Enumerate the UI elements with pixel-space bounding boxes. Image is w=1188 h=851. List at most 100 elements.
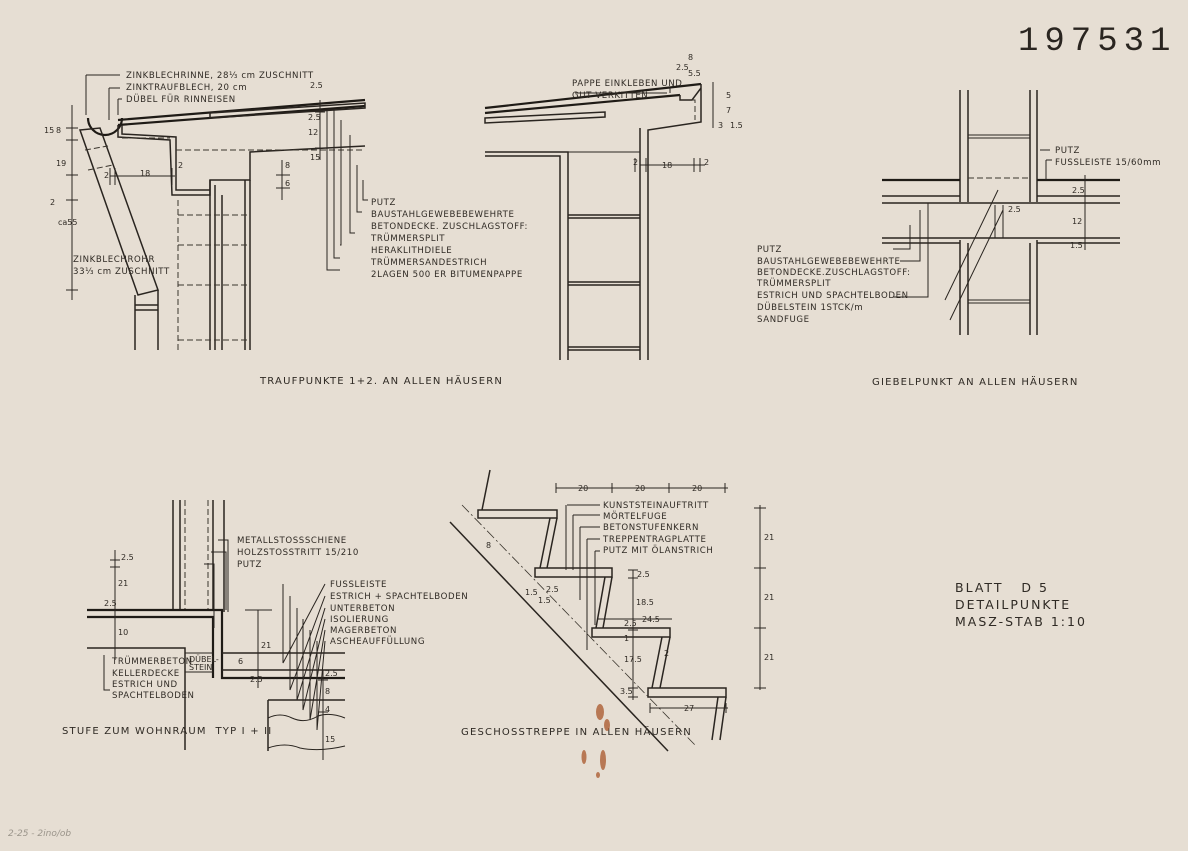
sheet-scale: MASZ-STAB 1:10 — [955, 614, 1087, 629]
label-layer: DÜBELSTEIN 1STCK/m — [757, 302, 863, 313]
svg-text:18: 18 — [140, 169, 150, 178]
svg-text:2.5: 2.5 — [121, 553, 134, 562]
svg-text:12: 12 — [308, 128, 318, 137]
label-layer: 2LAGEN 500 ER BITUMENPAPPE — [371, 270, 523, 280]
label-layer: TRÜMMERSPLIT — [370, 233, 445, 244]
svg-text:8: 8 — [486, 541, 491, 550]
label-dowel-stone: DÜBEL- — [189, 654, 219, 664]
svg-text:2: 2 — [104, 171, 109, 180]
label-concrete-step-core: BETONSTUFENKERN — [603, 523, 699, 533]
label-plaster: PUTZ — [237, 560, 262, 570]
svg-text:1.5: 1.5 — [538, 596, 551, 605]
svg-text:24.5: 24.5 — [642, 615, 660, 624]
svg-text:7: 7 — [726, 106, 731, 115]
label-layer: ISOLIERUNG — [330, 615, 389, 625]
svg-text:2: 2 — [50, 198, 55, 207]
svg-text:20: 20 — [635, 484, 645, 493]
label-layer: TRÜMMERBETON — [111, 656, 193, 667]
svg-text:3.5: 3.5 — [620, 687, 633, 696]
label-layer: MAGERBETON — [330, 626, 397, 636]
svg-text:2.5: 2.5 — [104, 599, 117, 608]
gable-detail: PUTZ FUSSLEISTE 15/60mm PUTZ BAUSTAHLGEW… — [756, 90, 1161, 388]
svg-text:3: 3 — [718, 121, 723, 130]
svg-text:2: 2 — [633, 158, 638, 167]
label-skirting: FUSSLEISTE 15/60mm — [1055, 158, 1161, 168]
label-zinc-drip: ZINKTRAUFBLECH, 20 cm — [126, 83, 247, 93]
caption-step: STUFE ZUM WOHNRAUM TYP I + II — [62, 726, 272, 737]
svg-text:6: 6 — [238, 657, 243, 666]
caption-stair: GESCHOSSTREPPE IN ALLEN HÄUSERN — [461, 725, 692, 738]
svg-text:18.5: 18.5 — [636, 598, 654, 607]
svg-text:21: 21 — [764, 653, 774, 662]
svg-text:2.5: 2.5 — [1072, 186, 1085, 195]
note-cardboard: GUT VERKITTEN — [572, 91, 648, 101]
svg-text:20: 20 — [578, 484, 588, 493]
svg-text:8: 8 — [688, 53, 693, 62]
label-dowel: DÜBEL FÜR RINNEISEN — [126, 94, 236, 105]
svg-text:21: 21 — [764, 593, 774, 602]
svg-text:2.5: 2.5 — [308, 113, 321, 122]
svg-text:19: 19 — [56, 159, 66, 168]
label-stair-slab: TREPPENTRAGPLATTE — [602, 535, 707, 545]
label-artificial-stone-tread: KUNSTSTEINAUFTRITT — [603, 501, 709, 511]
stair-detail: KUNSTSTEINAUFTRITT MÖRTELFUGE BETONSTUFE… — [449, 469, 774, 752]
eaves2-dimensions: 8 2.5 5.5 5 7 3 1.5 2 18 2 — [633, 53, 743, 170]
svg-text:2.5: 2.5 — [637, 570, 650, 579]
label-mortar-joint: MÖRTELFUGE — [603, 511, 667, 522]
svg-text:2.5: 2.5 — [325, 669, 338, 678]
svg-text:2: 2 — [178, 161, 183, 170]
svg-text:1.5: 1.5 — [1070, 241, 1083, 250]
svg-text:2.5: 2.5 — [1008, 205, 1021, 214]
svg-text:2.5: 2.5 — [250, 675, 263, 684]
gable-dimensions: 2.5 2.5 12 1.5 — [1008, 186, 1085, 250]
svg-text:15: 15 — [325, 735, 335, 744]
svg-text:1: 1 — [624, 634, 629, 643]
label-layer: PUTZ — [371, 198, 396, 208]
svg-text:21: 21 — [261, 641, 271, 650]
svg-text:18: 18 — [662, 161, 672, 170]
label-layer: ESTRICH UND — [112, 680, 178, 690]
label-layer: ESTRICH UND SPACHTELBODEN — [757, 291, 909, 301]
svg-text:8: 8 — [56, 126, 61, 135]
step-detail: METALLSTOSSSCHIENE HOLZSTOSSTRITT 15/210… — [62, 500, 468, 760]
eaves-dimensions: 15 8 19 2 ca55 2 18 2 8 6 2.5 2.5 12 15 — [44, 81, 323, 227]
svg-text:5: 5 — [726, 91, 731, 100]
label-layer: BAUSTAHLGEWEBEBEWEHRTE — [371, 210, 515, 220]
label-wood-riser: HOLZSTOSSTRITT 15/210 — [237, 548, 359, 558]
sheet-label: BLATT D 5 — [955, 580, 1049, 595]
svg-text:2.5: 2.5 — [546, 585, 559, 594]
step-dimensions: 2.5 21 2.5 10 21 6 2.5 2.5 8 4 15 — [104, 553, 338, 744]
label-layer: SPACHTELBODEN — [112, 691, 195, 701]
label-layer: PUTZ — [757, 245, 782, 255]
svg-text:2.5: 2.5 — [676, 63, 689, 72]
label-layer: BAUSTAHLGEWEBEBEWEHRTE — [757, 257, 901, 267]
svg-text:15: 15 — [310, 153, 320, 162]
label-zinc-gutter: ZINKBLECHRINNE, 28⅓ cm ZUSCHNITT — [126, 71, 314, 81]
svg-text:1.5: 1.5 — [525, 588, 538, 597]
gutter — [86, 117, 124, 137]
pencil-note: 2-25 - 2ino/ob — [8, 829, 71, 839]
svg-text:4: 4 — [325, 705, 330, 714]
label-pipe: 33⅓ cm ZUSCHNITT — [73, 267, 170, 277]
title-block: BLATT D 5 DETAILPUNKTE MASZ-STAB 1:10 — [955, 580, 1087, 629]
rust-stain — [581, 704, 610, 778]
svg-text:2.5: 2.5 — [624, 619, 637, 628]
svg-text:20: 20 — [692, 484, 702, 493]
caption-gable: GIEBELPUNKT AN ALLEN HÄUSERN — [872, 375, 1079, 388]
label-dowel-stone: STEIN — [189, 663, 212, 672]
svg-text:8: 8 — [285, 161, 290, 170]
label-layer: TRÜMMERSPLIT — [756, 278, 831, 289]
label-pipe: ZINKBLECHROHR — [73, 255, 155, 265]
label-layer: HERAKLITHDIELE — [371, 246, 452, 256]
eaves-detail-1: ZINKBLECHRINNE, 28⅓ cm ZUSCHNITT ZINKTRA… — [44, 71, 528, 387]
label-layer: BETONDECKE.ZUSCHLAGSTOFF: — [757, 268, 911, 278]
label-plaster: PUTZ — [1055, 146, 1080, 156]
label-layer: KELLERDECKE — [112, 669, 180, 679]
label-layer: BETONDECKE. ZUSCHLAGSTOFF: — [371, 222, 528, 232]
svg-text:10: 10 — [118, 628, 128, 637]
svg-text:2: 2 — [704, 158, 709, 167]
svg-text:27: 27 — [684, 704, 694, 713]
sheet-subtitle: DETAILPUNKTE — [955, 597, 1071, 612]
svg-text:15: 15 — [44, 126, 54, 135]
